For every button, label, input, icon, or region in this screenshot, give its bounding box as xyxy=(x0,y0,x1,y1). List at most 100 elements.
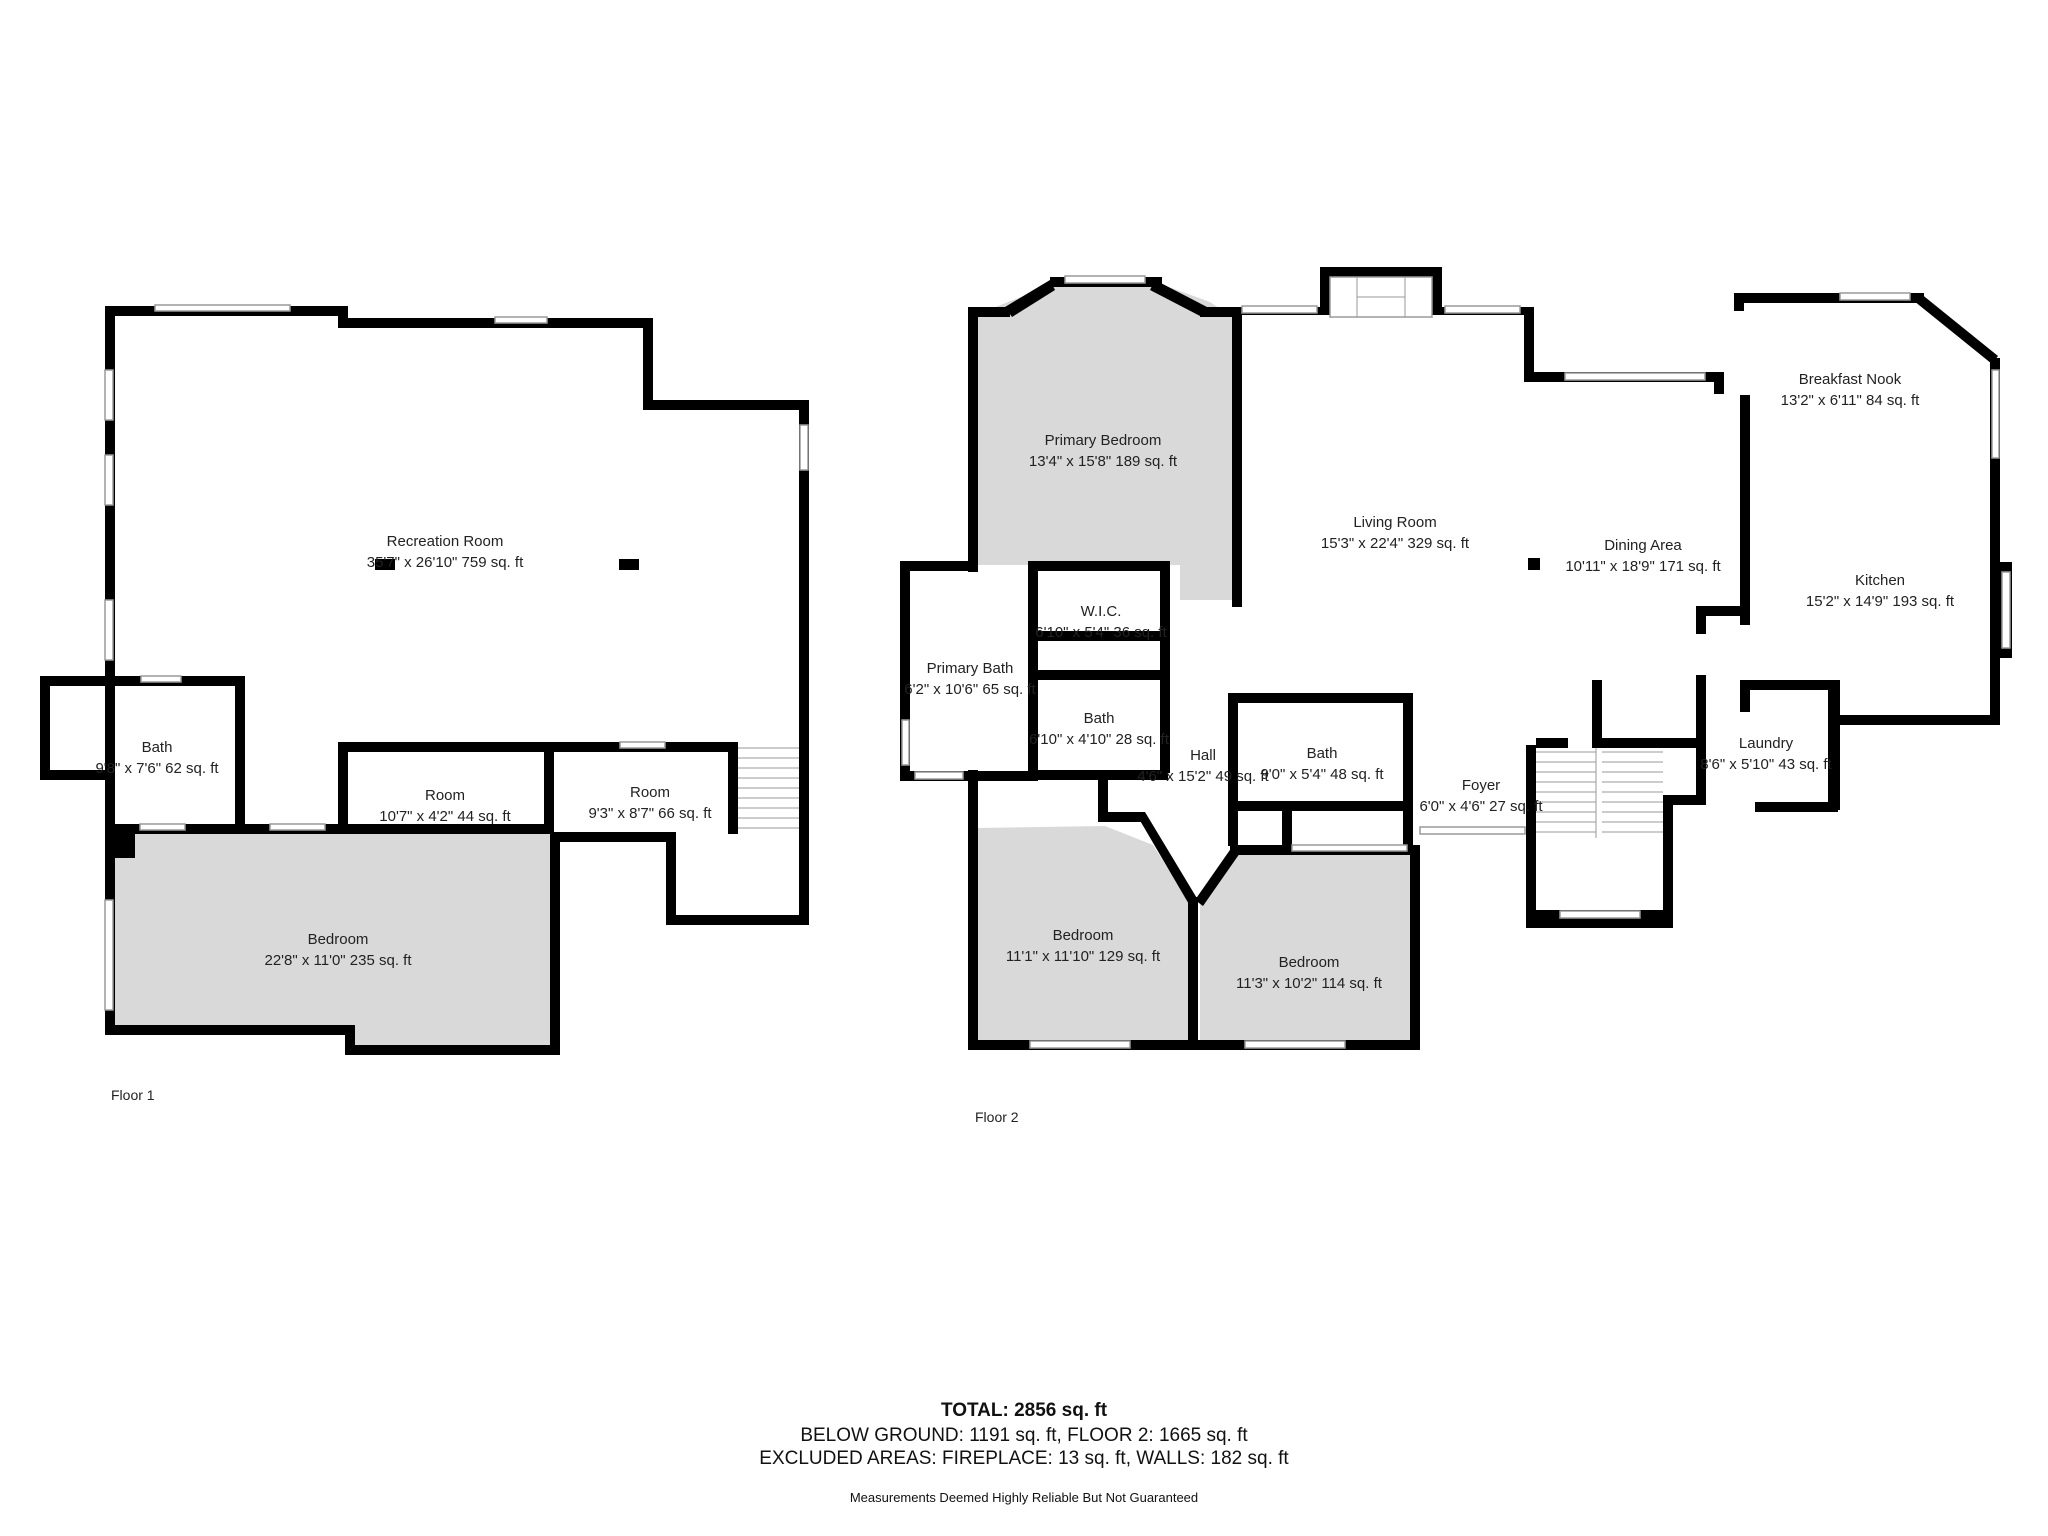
wall xyxy=(1232,307,1242,607)
room-name: Bedroom xyxy=(308,931,369,948)
room-dims: 13'4" x 15'8" 189 sq. ft xyxy=(1029,453,1178,470)
room-name: Kitchen xyxy=(1855,572,1905,589)
room-dims: 10'7" x 4'2" 44 sq. ft xyxy=(379,808,511,825)
wall xyxy=(1228,693,1413,703)
window xyxy=(1564,372,1706,381)
window xyxy=(269,823,326,831)
window xyxy=(104,899,114,1011)
floor-2-plan xyxy=(900,267,2012,1050)
window xyxy=(1419,826,1526,835)
window xyxy=(1064,275,1146,284)
wall xyxy=(643,400,809,410)
window xyxy=(140,675,182,683)
wall xyxy=(1740,395,1750,625)
wall xyxy=(1028,561,1038,781)
wall xyxy=(1828,680,1838,812)
wall xyxy=(799,400,809,925)
wall xyxy=(1740,680,1750,712)
wall xyxy=(643,318,653,406)
room-labels: Recreation Room 35'7" x 26'10" 759 sq. f… xyxy=(95,371,1954,1125)
room-dims: 6'10" x 5'4" 36 sq. ft xyxy=(1035,624,1167,641)
fixture xyxy=(1528,558,1540,570)
room-name: W.I.C. xyxy=(1081,603,1122,620)
wall xyxy=(550,832,676,842)
f1-bedroom-area xyxy=(111,834,550,1047)
window xyxy=(154,304,291,312)
window xyxy=(1291,844,1408,852)
room-name: Primary Bath xyxy=(927,660,1014,677)
room-dims: 15'3" x 22'4" 329 sq. ft xyxy=(1321,535,1470,552)
wall xyxy=(1914,293,1998,364)
wall xyxy=(1403,693,1413,821)
window xyxy=(1991,369,2000,459)
wall xyxy=(1536,738,1568,748)
wall xyxy=(1696,675,1706,795)
wall xyxy=(1160,561,1170,773)
room-name: Living Room xyxy=(1353,514,1436,531)
room-dims: 6'10" x 4'10" 28 sq. ft xyxy=(1029,731,1170,748)
floor-label: Floor 1 xyxy=(111,1087,155,1103)
wall xyxy=(1228,693,1238,846)
room-dims: 4'6" x 15'2" 49 sq. ft xyxy=(1137,768,1269,785)
wall xyxy=(105,824,550,834)
wall xyxy=(968,770,978,1050)
window xyxy=(494,316,548,324)
wall xyxy=(1830,715,2000,725)
wall xyxy=(1320,267,1330,315)
wall xyxy=(345,1045,560,1055)
wall xyxy=(105,1025,355,1035)
wall xyxy=(1696,680,1706,720)
window xyxy=(1241,305,1318,314)
wall xyxy=(1734,293,1924,303)
wall xyxy=(666,915,809,925)
wall xyxy=(1990,358,2000,658)
room-name: Primary Bedroom xyxy=(1045,432,1162,449)
room-dims: 22'8" x 11'0" 235 sq. ft xyxy=(264,952,412,969)
wall xyxy=(1755,802,1838,812)
wall xyxy=(900,561,910,781)
f2-bedroom-a-area xyxy=(976,826,1190,1050)
wall xyxy=(1098,770,1108,822)
wall xyxy=(1195,847,1240,906)
window xyxy=(1559,910,1641,919)
wall xyxy=(1663,795,1706,805)
disclaimer: Measurements Deemed Highly Reliable But … xyxy=(849,1490,1199,1505)
primary-bedroom-area xyxy=(976,283,1232,600)
room-dims: 35'7" x 26'10" 759 sq. ft xyxy=(367,554,524,571)
window xyxy=(2001,571,2011,649)
wall xyxy=(345,1025,355,1055)
room-name: Room xyxy=(630,784,670,801)
wall xyxy=(338,306,348,328)
room-dims: 11'1" x 11'10" 129 sq. ft xyxy=(1006,948,1161,965)
room-dims: 9'3" x 8'7" 66 sq. ft xyxy=(588,805,712,822)
wall xyxy=(1432,267,1442,315)
window xyxy=(1029,1040,1131,1049)
wall xyxy=(1526,918,1673,928)
wall xyxy=(666,832,676,925)
wall xyxy=(1755,680,1840,690)
window xyxy=(104,599,114,661)
wall xyxy=(1592,738,1702,748)
room-name: Bath xyxy=(142,739,173,756)
window xyxy=(799,424,809,471)
wall xyxy=(1663,795,1673,928)
f1-stairs xyxy=(738,747,799,829)
window xyxy=(1444,305,1521,314)
room-name: Dining Area xyxy=(1604,537,1682,554)
area-breakdown: BELOW GROUND: 1191 sq. ft, FLOOR 2: 1665… xyxy=(800,1425,1248,1446)
wall xyxy=(1038,631,1168,641)
wall xyxy=(1714,372,1724,394)
wall xyxy=(338,742,738,752)
room-dims: 9'8" x 7'6" 62 sq. ft xyxy=(95,760,219,777)
room-name: Laundry xyxy=(1739,735,1794,752)
wall xyxy=(1696,606,1750,616)
window xyxy=(914,771,964,780)
f2-stairs xyxy=(1536,748,1663,838)
window xyxy=(1839,292,1911,301)
room-dims: 10'11" x 18'9" 171 sq. ft xyxy=(1565,558,1721,575)
wall xyxy=(105,828,135,858)
wall xyxy=(40,676,50,780)
wall xyxy=(1150,280,1207,317)
room-name: Breakfast Nook xyxy=(1799,371,1902,388)
